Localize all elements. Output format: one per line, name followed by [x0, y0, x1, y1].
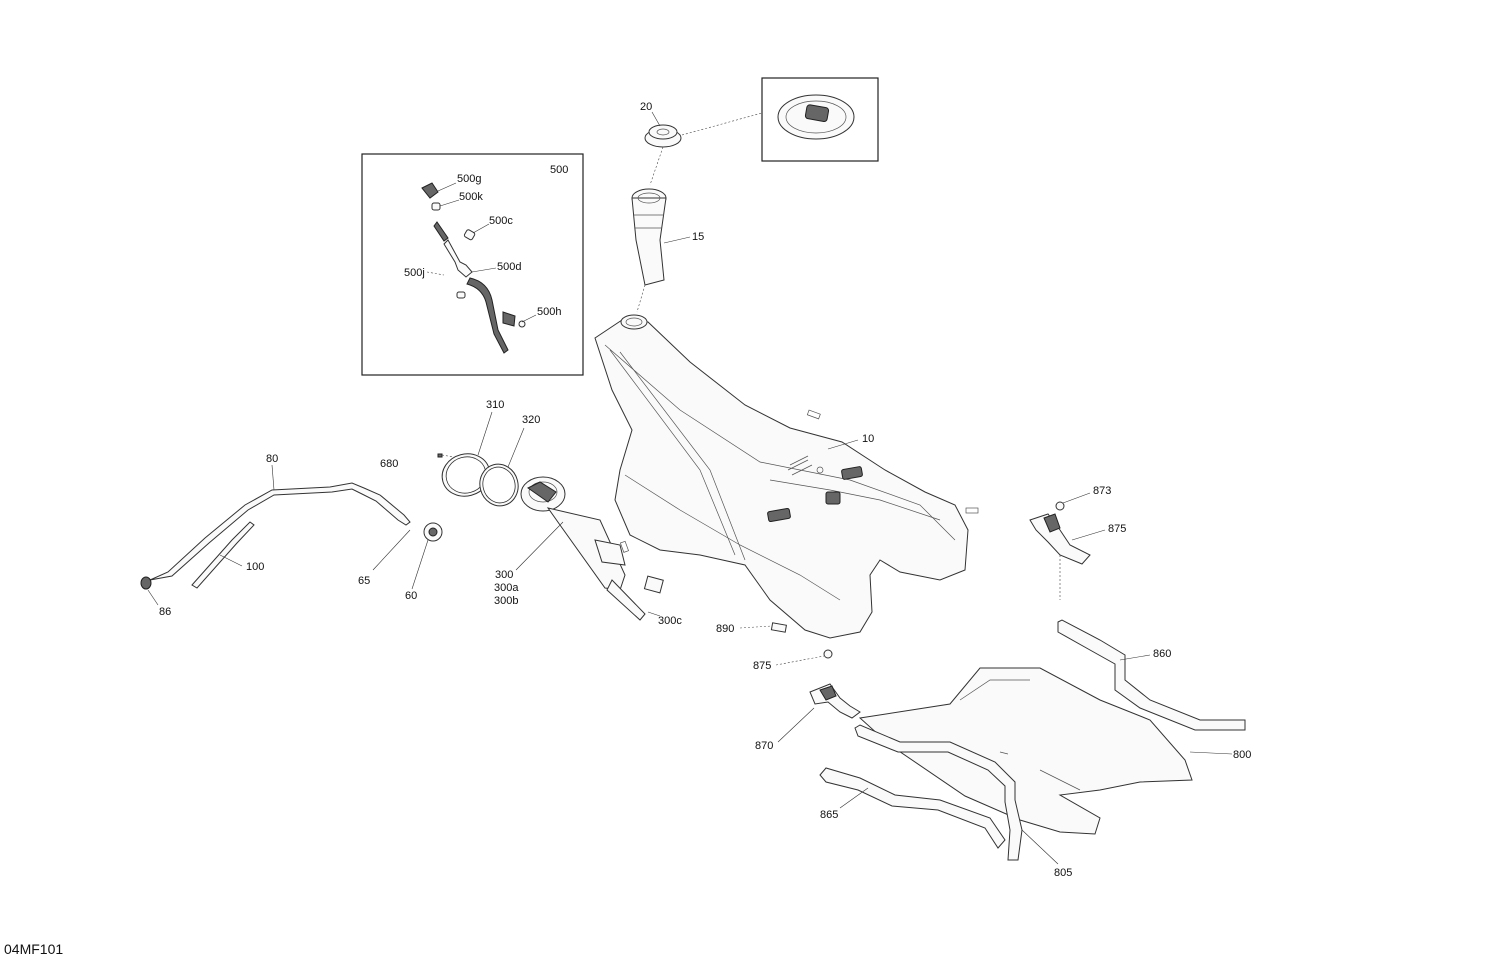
leader-300	[515, 521, 564, 571]
strap-part-865	[819, 767, 1006, 849]
diagram-code: 04MF101	[4, 941, 64, 957]
leader-800	[1189, 751, 1233, 755]
dash-neck-to-tank	[636, 284, 646, 313]
leader-500k	[439, 199, 460, 207]
connector-part-86	[140, 576, 152, 590]
fuel-cap-part-20	[644, 124, 682, 148]
leader-890	[739, 625, 773, 629]
vent-line-part-80	[149, 482, 411, 581]
label-500h: 500h	[537, 306, 562, 318]
cap-detail-box	[761, 77, 879, 162]
leader-500d	[471, 267, 497, 273]
tube-part-100	[191, 521, 255, 589]
leader-865	[839, 787, 869, 809]
label-500c: 500c	[489, 215, 513, 227]
label-875-upper: 875	[1108, 523, 1127, 535]
leader-500c	[472, 223, 490, 234]
label-500j: 500j	[404, 267, 425, 279]
leader-875-lower	[775, 655, 825, 666]
leader-10	[827, 439, 859, 450]
bracket-part-870	[809, 683, 861, 719]
leader-300c	[647, 611, 661, 617]
label-800: 800	[1233, 749, 1252, 761]
screw-part-873	[1055, 501, 1065, 511]
fuel-pump-part-300	[520, 476, 664, 621]
label-65: 65	[358, 575, 371, 587]
leader-320	[507, 427, 525, 468]
detail-box-500	[361, 153, 584, 376]
leader-860	[1119, 654, 1151, 661]
leader-15	[663, 236, 691, 244]
vent-hose-assembly-500	[421, 182, 526, 354]
label-500k: 500k	[459, 191, 483, 203]
label-320: 320	[522, 414, 541, 426]
leader-100	[219, 554, 243, 567]
label-300: 300	[495, 569, 514, 581]
retaining-ring-part-320	[479, 463, 519, 507]
label-500d: 500d	[497, 261, 522, 273]
label-873: 873	[1093, 485, 1112, 497]
leader-65	[372, 529, 411, 571]
leader-680	[441, 454, 455, 458]
leader-500j	[426, 271, 445, 276]
bracket-870-insert	[819, 685, 837, 701]
label-875-lower: 875	[753, 660, 772, 672]
label-10: 10	[862, 433, 875, 445]
leader-500h	[521, 314, 537, 323]
label-865: 865	[820, 809, 839, 821]
label-15: 15	[692, 231, 705, 243]
dash-cap-to-neck	[649, 146, 664, 186]
label-890: 890	[716, 623, 735, 635]
label-500: 500	[550, 164, 569, 176]
leader-60	[411, 539, 429, 590]
screw-part-875-lower	[823, 649, 833, 659]
leader-500g	[437, 182, 457, 192]
label-300a: 300a	[494, 582, 519, 594]
label-300b: 300b	[494, 595, 519, 607]
cap-detail-leader	[681, 112, 763, 136]
leader-80	[271, 464, 275, 491]
strap-part-805	[854, 724, 1023, 861]
label-60: 60	[405, 590, 418, 602]
label-86: 86	[159, 606, 172, 618]
leader-86	[147, 589, 159, 606]
leader-870	[777, 707, 815, 743]
leader-20	[651, 111, 661, 127]
label-310: 310	[486, 399, 505, 411]
fitting-part-60	[423, 522, 443, 542]
label-860: 860	[1153, 648, 1172, 660]
cap-detail-illustration	[777, 94, 855, 140]
bracket-part-875-upper	[1029, 513, 1091, 565]
label-680: 680	[380, 458, 399, 470]
label-100: 100	[246, 561, 265, 573]
leader-875-upper	[1071, 529, 1106, 541]
label-80: 80	[266, 453, 279, 465]
label-870: 870	[755, 740, 774, 752]
pad-part-890	[770, 622, 787, 633]
label-500g: 500g	[457, 173, 482, 185]
leader-310	[477, 411, 493, 456]
label-300c: 300c	[658, 615, 682, 627]
label-20: 20	[640, 101, 653, 113]
fuel-tank-part-10	[594, 314, 979, 639]
clip-part-680	[437, 453, 443, 458]
label-805: 805	[1054, 867, 1073, 879]
leader-873	[1062, 492, 1091, 504]
filler-neck-part-15	[631, 188, 667, 286]
leader-805	[1021, 829, 1059, 865]
strap-part-860	[1057, 619, 1246, 731]
